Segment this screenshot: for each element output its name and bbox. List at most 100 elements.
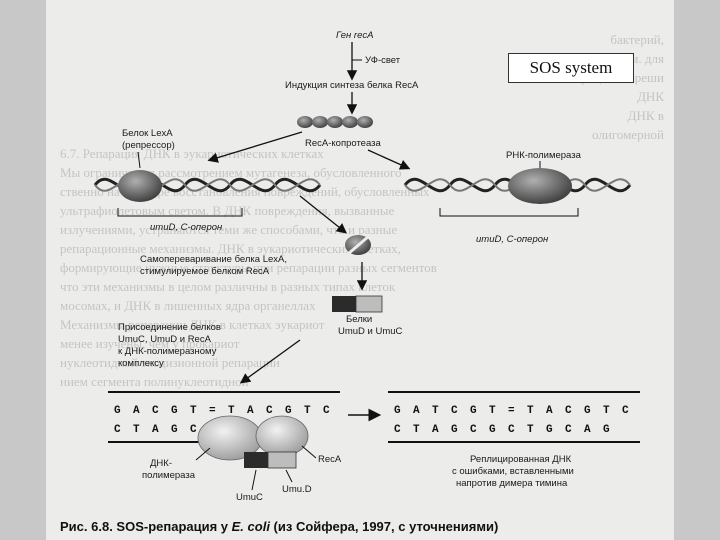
base-letter: G [470,405,477,417]
bleed-through-line: нием сегмента полинуклеотидной [60,374,249,389]
base-letter: A [413,405,420,417]
self-cleavage-2: стимулируемое белком RecA [140,266,270,277]
bleed-through-line: ультрафиолетовым светом. В ДНК поврежден… [60,203,395,218]
base-letter: C [394,424,401,436]
base-letter: T [527,405,534,417]
base-letter: G [114,405,121,417]
bleed-through-line: Механизмы репарации ДНК в клетках эукари… [60,317,325,332]
arrow-cleavage [299,195,348,234]
base-letter: A [546,405,553,417]
attach-4: комплексу [118,358,164,369]
rna-pol-label: РНК-полимераза [506,150,582,161]
dna-pol-pointer [195,447,211,461]
lexa-pointer [137,151,141,169]
base-letter: C [190,424,197,436]
reca-pointer [301,445,317,459]
scanned-page: бактерий,мутационным. дляв процессе бреш… [46,0,674,540]
arrow-to-lexa [207,131,303,163]
sos-system-text: SOS system [529,58,613,77]
bleed-through-line: излучениями, устраняются теми же способа… [60,222,398,237]
bleed-through-line: репарационные механизмы. ДНК в эукариоти… [60,241,401,256]
bleed-through-line: менее изучены, чем у прокариот [60,336,240,351]
dna-pol-label-1: ДНК- [150,458,172,469]
base-letter: C [152,405,159,417]
sos-system-label: SOS system [508,53,634,83]
caption-organism: E. coli [231,519,270,534]
umud-umuc-proteins [332,295,383,313]
base-letter: = [209,405,216,417]
self-cleavage-1: Самопереваривание белка LexA, [140,254,287,265]
base-letter: C [622,405,629,417]
base-letter: A [152,424,159,436]
base-letter: C [565,424,572,436]
proteins-label-1: Белки [346,314,372,325]
lexa-label-1: Белок LexA [122,128,173,139]
base-letter: G [489,424,496,436]
bleed-through-line: что эти механизмы в целом различны в раз… [60,279,396,294]
base-letter: C [266,405,273,417]
base-letter: A [584,424,591,436]
operon-right-label: umuD, C-оперон [476,234,549,245]
bleed-through-line: ДНК в [627,108,664,123]
base-letter: T [527,424,534,436]
base-letter: T [133,424,140,436]
base-letter: = [508,405,515,417]
base-letter: T [413,424,420,436]
dna-pol-label-2: полимераза [142,470,196,481]
left-margin [0,0,46,540]
base-letter: A [133,405,140,417]
figure-caption: Рис. 6.8. SOS-репарация у E. coli (из Со… [60,519,498,534]
base-letter: G [546,424,553,436]
base-letter: A [247,405,254,417]
uv-label: УФ-свет [365,55,401,66]
bleed-through-line: бактерий, [610,32,664,47]
base-letter: C [470,424,477,436]
induction-label: Индукция синтеза белка RecA [285,80,419,91]
arrow-attach [239,339,301,384]
caption-prefix: Рис. 6.8. SOS-репарация у [60,519,232,534]
replicated-2: с ошибками, вставленными [452,466,574,477]
replicated-3: напротив димера тимина [456,478,568,489]
attach-2: UmuC, UmuD и RecA [118,334,212,345]
bleed-through-line: формирующие нужные структуры при репарац… [60,260,437,275]
base-letter: C [323,405,330,417]
operon-left-label: umuD, C-оперон [150,222,223,233]
rna-polymerase [508,168,572,204]
base-letter: T [304,405,311,417]
gene-reca-label: Ген recA [336,30,373,41]
reca-coprotease-label: RecA-копротеаза [305,138,382,149]
umud-label: Umu.D [282,484,312,495]
sos-repair-diagram: Ген recA УФ-свет Индукция синтеза белка … [93,30,640,503]
bleed-through-line: ДНК [637,89,664,104]
bleed-through-line: олигомерной [592,127,664,142]
base-letter: T [432,405,439,417]
cleaved-lexa [345,234,371,256]
attach-3: к ДНК-полимеразному [118,346,217,357]
proteins-label-2: UmuD и UmuC [338,326,403,337]
bleed-through-line: нуклеотидной эксцизионной репарации [60,355,280,370]
lexa-repressor [118,170,162,202]
base-letter: C [508,424,515,436]
umuc-pointer [251,469,257,491]
base-letter: T [489,405,496,417]
polymerase-complex [197,415,309,469]
bleed-through-line: мосомах, и ДНК в лишенных ядра органелла… [60,298,316,313]
umuc-label: UmuC [236,492,263,503]
base-letter: G [171,424,178,436]
base-letter: G [584,405,591,417]
reca-label: RecA [318,454,342,465]
caption-suffix: (из Сойфера, 1997, с уточнениями) [269,519,499,534]
base-letter: C [451,405,458,417]
base-letter: G [171,405,178,417]
base-letter: G [451,424,458,436]
lexa-label-2: (репрессор) [122,140,175,151]
umud-pointer [285,469,293,483]
base-letter: G [603,424,610,436]
reca-coprotease-chain [297,116,373,128]
right-margin [674,0,720,540]
base-letter: T [603,405,610,417]
